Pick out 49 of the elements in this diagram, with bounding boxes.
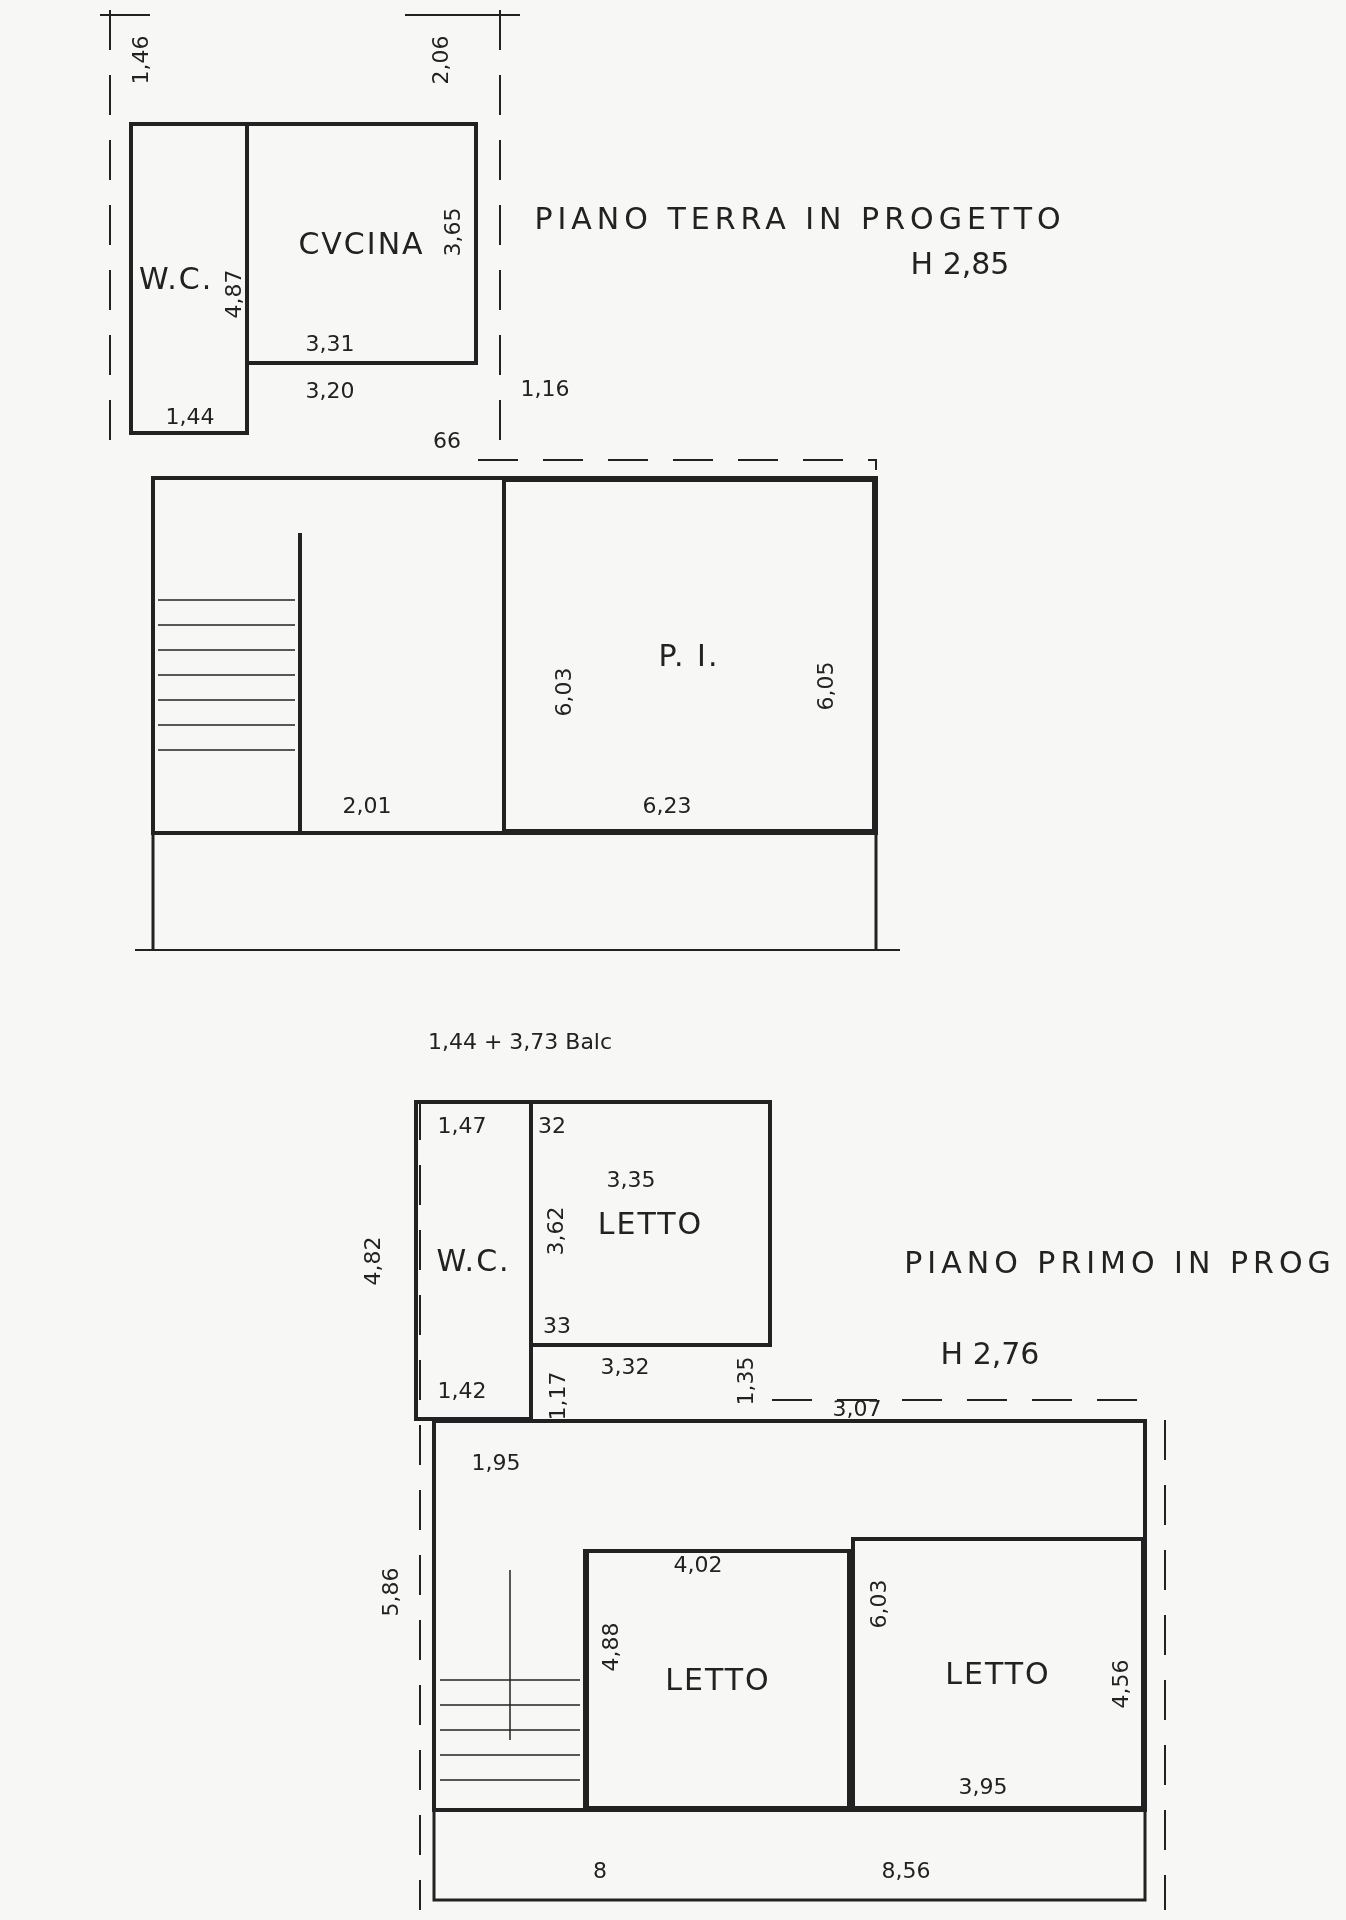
room-name: W.C. xyxy=(139,261,214,296)
room-area xyxy=(502,478,876,833)
room-name: LETTO xyxy=(597,1206,704,1241)
room-area xyxy=(585,1549,851,1810)
ceiling-height-label: H 2,76 xyxy=(940,1335,1040,1371)
room-area xyxy=(851,1537,1145,1810)
dimension-label: 2,01 xyxy=(342,792,392,818)
dimension-label: 3,20 xyxy=(305,377,355,403)
dimension-label: 8 xyxy=(593,1857,607,1883)
dimension-label: 4,88 xyxy=(597,1622,623,1672)
dimension-label: 3,95 xyxy=(958,1773,1008,1799)
dimension-label: 4,02 xyxy=(673,1551,723,1577)
floor-title: PIANO PRIMO IN PROG xyxy=(904,1244,1336,1280)
dimension-label: 1,42 xyxy=(437,1377,487,1403)
room-name: P. I. xyxy=(658,638,720,673)
dimension-label: 8,56 xyxy=(881,1857,931,1883)
dimension-label: 3,35 xyxy=(606,1166,656,1192)
dimension-label: 1,95 xyxy=(471,1449,521,1475)
dimension-label: 1,47 xyxy=(437,1112,487,1138)
dimension-label: 1,44 + 3,73 Balc xyxy=(427,1028,613,1054)
dimension-label: 3,62 xyxy=(542,1206,568,1256)
dimension-label: 32 xyxy=(538,1112,566,1138)
room-name: LETTO xyxy=(945,1656,1051,1691)
dimension-label: 6,03 xyxy=(550,667,576,717)
ceiling-height-label: H 2,85 xyxy=(910,245,1010,281)
dimension-label: 1,44 xyxy=(165,403,215,429)
dimension-label: 4,56 xyxy=(1107,1659,1133,1709)
dimension-label: 66 xyxy=(433,427,461,453)
dimension-label: 1,46 xyxy=(127,35,153,85)
dimension-label: 33 xyxy=(543,1312,571,1338)
dimension-label: 1,17 xyxy=(544,1371,570,1421)
room-area xyxy=(414,1100,533,1421)
dimension-label: 6,03 xyxy=(865,1579,891,1629)
dimension-label: 2,06 xyxy=(427,35,453,85)
room-name: LETTO xyxy=(665,1662,771,1697)
dimension-label: 1,16 xyxy=(520,375,570,401)
dimension-label: 1,35 xyxy=(732,1356,758,1406)
dimension-label: 6,23 xyxy=(642,792,692,818)
floor-title: PIANO TERRA IN PROGETTO xyxy=(534,200,1066,236)
dimension-label: 3,32 xyxy=(600,1353,650,1379)
dimension-label: 6,05 xyxy=(812,661,838,711)
dimension-label: 3,65 xyxy=(439,207,465,257)
dimension-label: 4,82 xyxy=(359,1236,385,1286)
dimension-label: 3,31 xyxy=(305,330,355,356)
room-name: CVCINA xyxy=(298,226,425,261)
dimension-label: 4,87 xyxy=(220,269,246,319)
room-name: W.C. xyxy=(436,1243,511,1278)
room-area xyxy=(129,122,249,435)
dimension-label: 5,86 xyxy=(377,1567,403,1617)
